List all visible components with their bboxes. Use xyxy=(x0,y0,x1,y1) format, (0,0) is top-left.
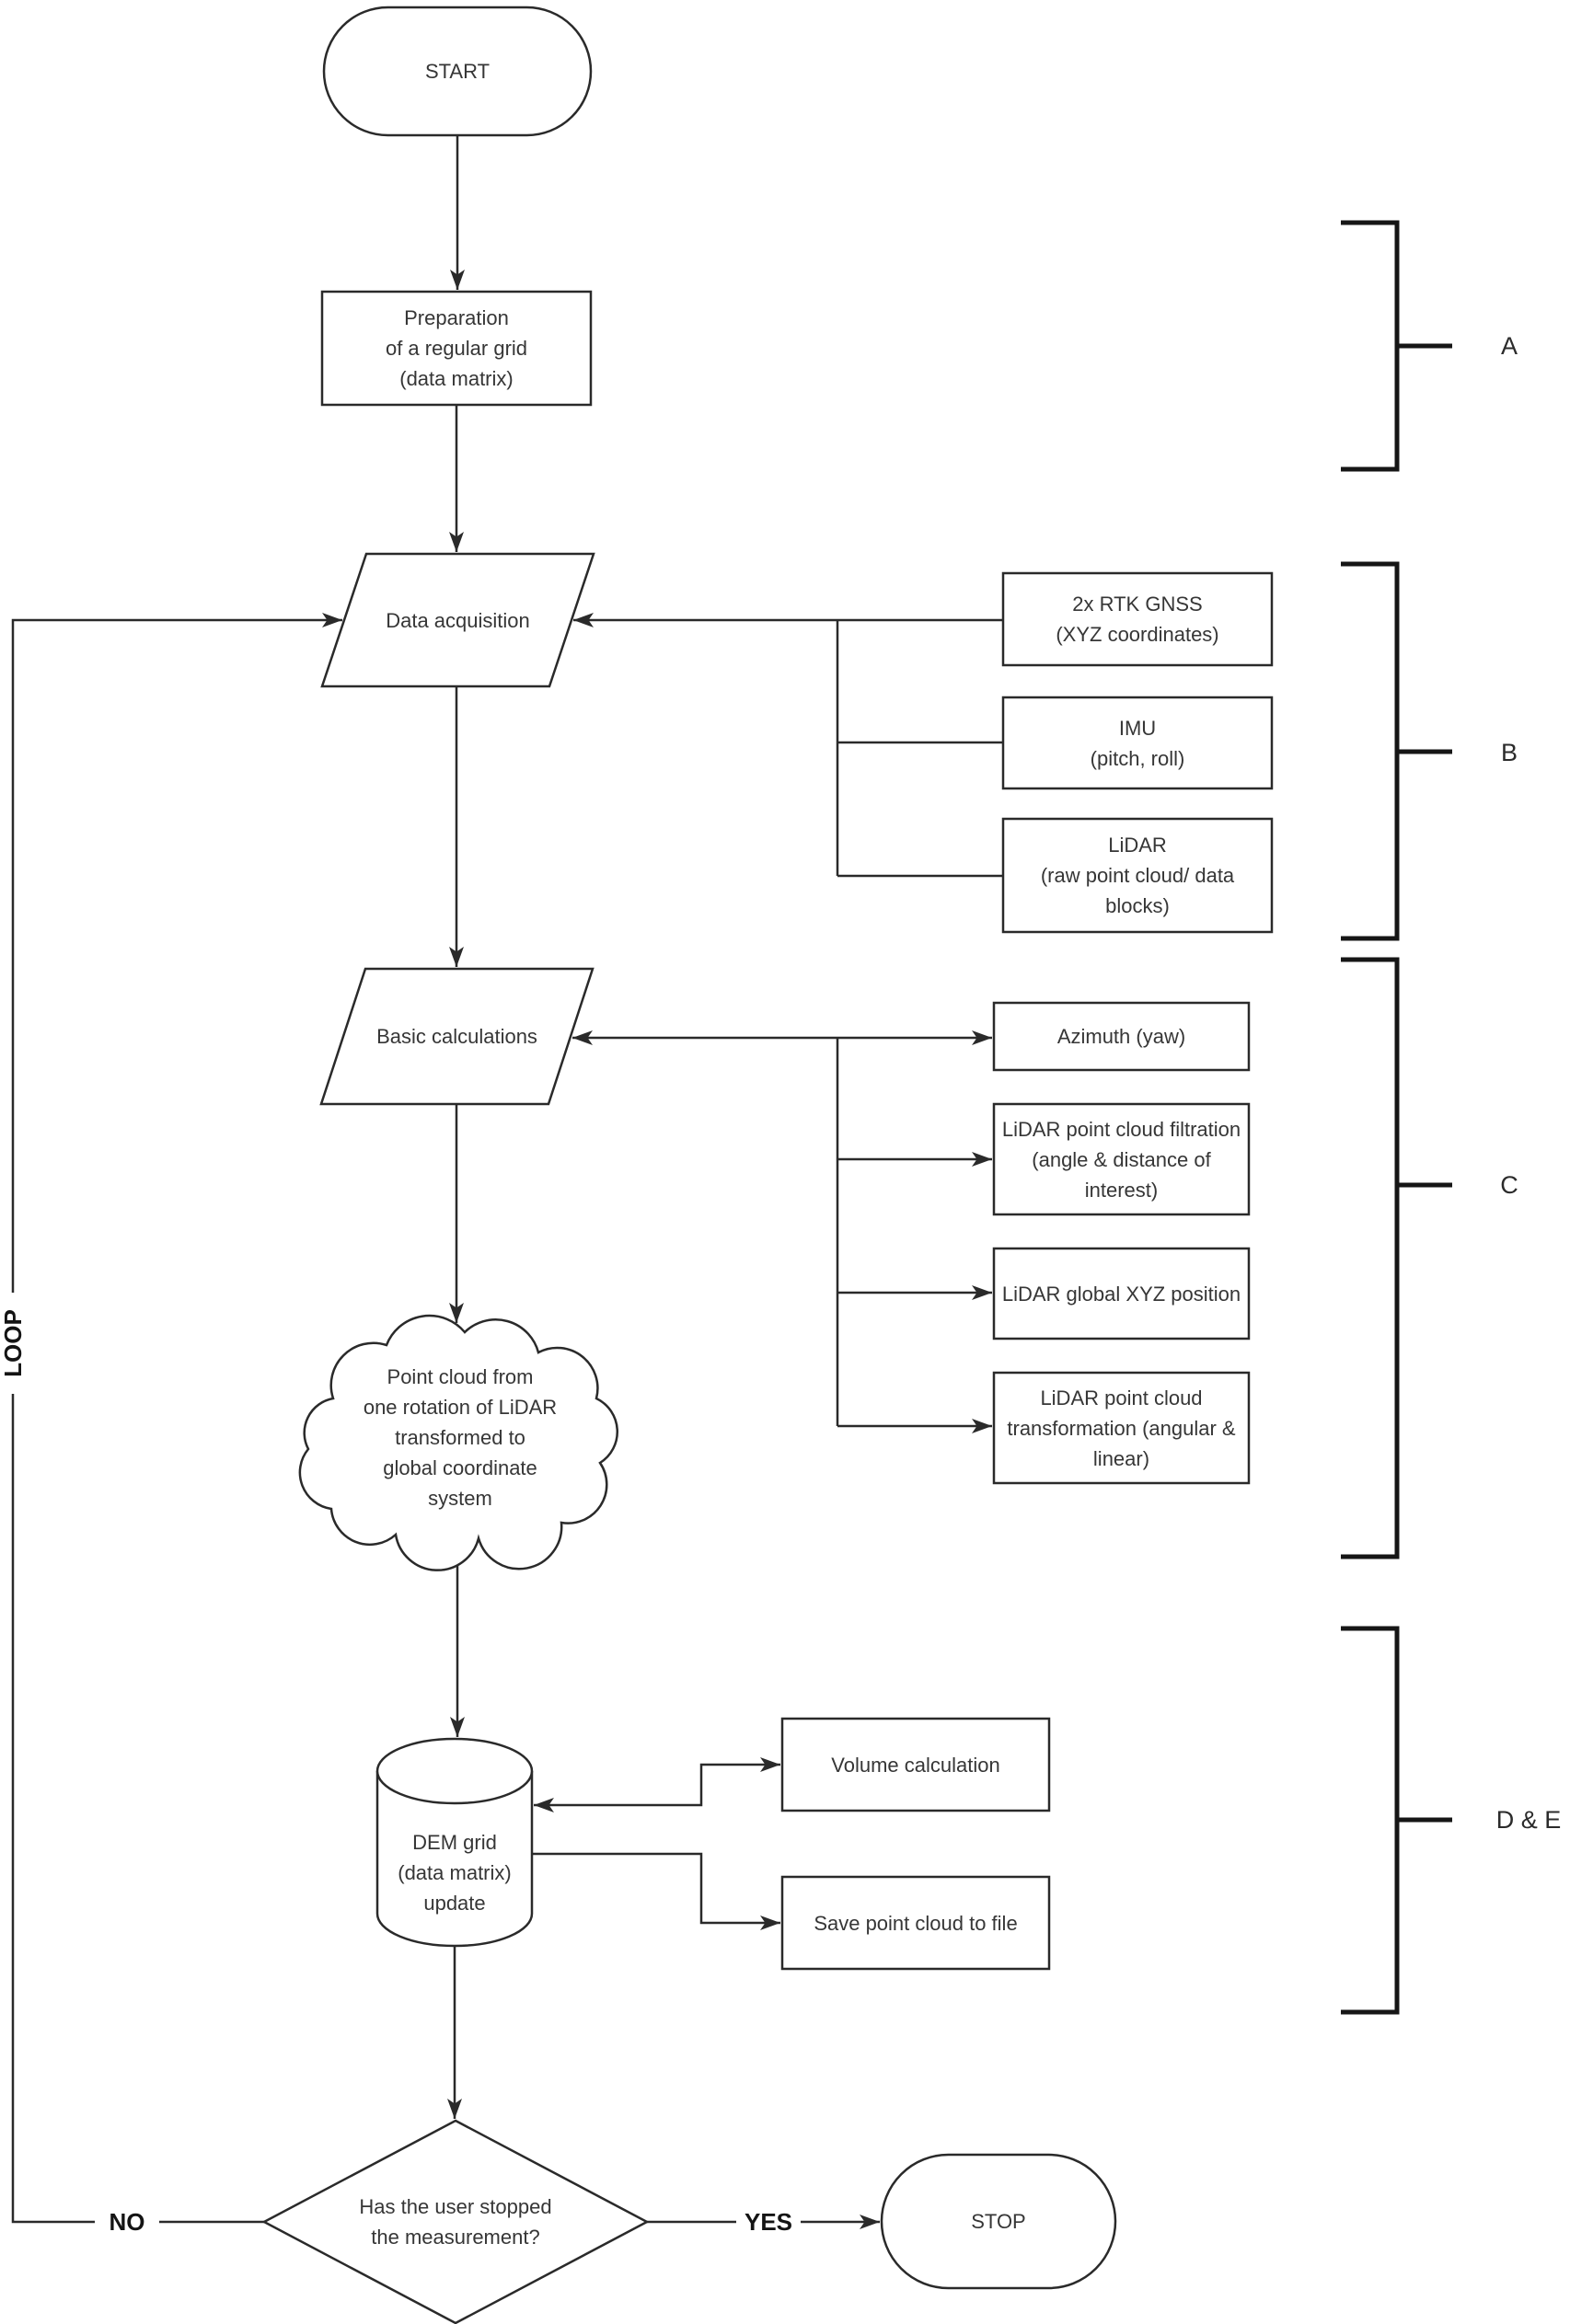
basic-calculations-parallelogram xyxy=(319,967,595,1106)
global-xyz-box xyxy=(992,1247,1251,1340)
bracket-c xyxy=(1341,957,1452,1559)
transformation-box xyxy=(992,1371,1251,1485)
lidar-box xyxy=(1001,817,1274,934)
filtration-box xyxy=(992,1102,1251,1216)
save-point-cloud-box xyxy=(780,1875,1051,1971)
dem-cylinder-body xyxy=(375,1771,534,1948)
loop-label: LOOP xyxy=(0,1293,29,1394)
bracket-b xyxy=(1341,561,1452,941)
edge-dem-save xyxy=(532,1852,780,1930)
imu-box xyxy=(1001,696,1274,790)
bracket-a xyxy=(1341,220,1452,472)
decision-diamond xyxy=(261,2119,650,2324)
bracket-d-e xyxy=(1341,1626,1452,2015)
edge-loop-no xyxy=(11,613,342,2224)
stop-node xyxy=(880,2153,1117,2290)
bracket-c-label: C xyxy=(1500,1170,1518,1199)
preparation-box xyxy=(320,290,593,407)
bracket-b-label: B xyxy=(1500,738,1518,766)
edge-dem-volume xyxy=(534,1757,780,1812)
volume-calculation-box xyxy=(780,1717,1051,1812)
yes-label: YES xyxy=(736,2206,801,2238)
bracket-a-label: A xyxy=(1500,331,1518,360)
start-node xyxy=(322,6,593,137)
point-cloud-shape xyxy=(298,1314,619,1571)
rtk-gnss-box xyxy=(1001,571,1274,667)
bracket-d-e-label: D & E xyxy=(1495,1805,1562,1834)
dem-cylinder-top xyxy=(375,1737,534,1805)
data-acquisition-parallelogram xyxy=(320,552,595,688)
azimuth-box xyxy=(992,1001,1251,1072)
no-label: NO xyxy=(95,2206,159,2238)
